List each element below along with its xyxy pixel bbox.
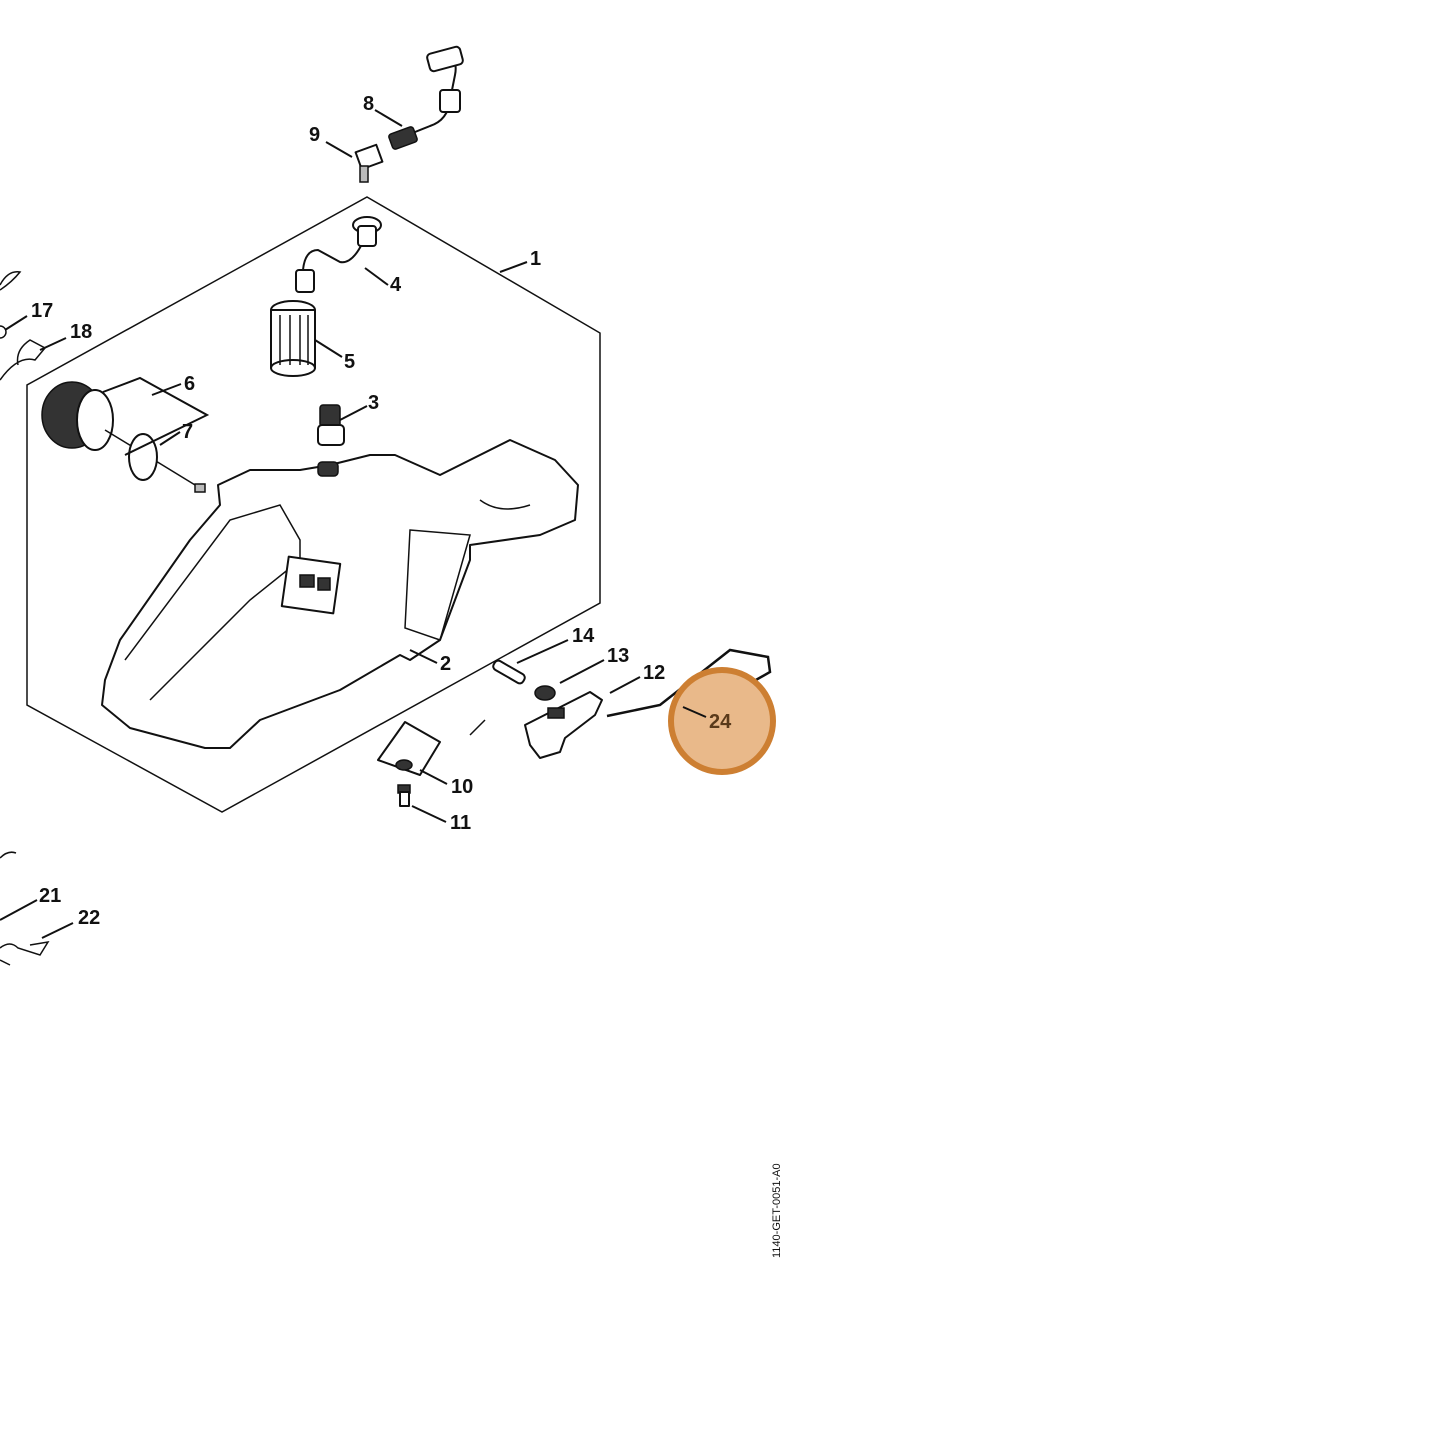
callout-6[interactable]: 6	[184, 373, 195, 395]
callout-18[interactable]: 18	[70, 321, 92, 343]
spring-13	[469, 685, 556, 736]
pin-14	[492, 659, 526, 685]
callout-4[interactable]: 4	[390, 274, 402, 296]
pickup-hose-4	[295, 216, 382, 293]
callout-21[interactable]: 21	[39, 885, 61, 907]
callout-9[interactable]: 9	[309, 124, 320, 146]
tank-housing-2	[101, 439, 579, 749]
callout-2[interactable]: 2	[440, 653, 451, 675]
clip-21	[0, 851, 17, 859]
callout-10[interactable]: 10	[451, 776, 473, 798]
callout-13[interactable]: 13	[607, 645, 629, 667]
clip-18	[0, 339, 47, 381]
callout-14[interactable]: 14	[572, 625, 595, 647]
screw-11	[397, 784, 411, 807]
leader-lines	[0, 109, 641, 939]
vent-valve-3	[317, 404, 345, 446]
throttle-rod-24	[606, 648, 772, 718]
callout-3[interactable]: 3	[368, 392, 379, 414]
trigger-12	[524, 691, 603, 759]
callout-17[interactable]: 17	[31, 300, 53, 322]
callout-1[interactable]: 1	[530, 248, 541, 270]
clip-22	[0, 940, 50, 966]
fuel-hose-8	[388, 45, 464, 150]
callout-7[interactable]: 7	[182, 421, 193, 443]
elbow-fitting-9	[354, 143, 384, 183]
callout-12[interactable]: 12	[643, 662, 665, 684]
callout-5[interactable]: 5	[344, 351, 355, 373]
callout-11[interactable]: 11	[450, 812, 471, 834]
drawing-code: 1140-GET-0051-A0	[771, 1163, 783, 1258]
callout-22[interactable]: 22	[78, 907, 100, 929]
fuel-cap-6	[41, 381, 206, 493]
fuel-filter-5	[270, 300, 316, 377]
callout-24[interactable]: 24	[709, 711, 732, 733]
callout-8[interactable]: 8	[363, 93, 374, 115]
baffle-10	[377, 721, 441, 776]
highlight-marker[interactable]	[668, 667, 776, 775]
assembly-box	[26, 196, 601, 813]
o-ring-7	[128, 433, 158, 481]
clip-17	[0, 271, 22, 339]
